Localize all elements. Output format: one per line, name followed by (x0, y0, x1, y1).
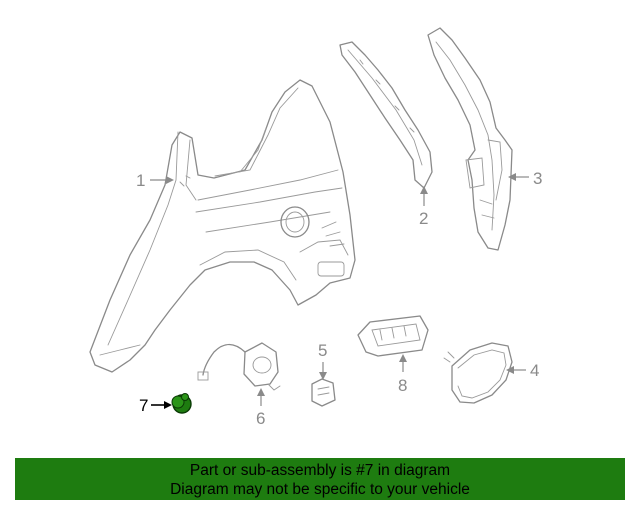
callout-6[interactable]: 6 (256, 388, 265, 428)
callout-2-label: 2 (419, 209, 428, 228)
fuel-housing-part (357, 315, 429, 357)
callout-8[interactable]: 8 (398, 354, 407, 395)
callout-7-arrowhead (164, 401, 172, 409)
callout-6-arrowhead (257, 388, 265, 396)
info-banner: Part or sub-assembly is #7 in diagram Di… (15, 458, 625, 500)
callout-3-label: 3 (533, 169, 542, 188)
callout-5-label: 5 (318, 341, 327, 360)
clip-part (311, 378, 336, 407)
fuel-door-part (443, 342, 513, 404)
callout-3-arrowhead (508, 173, 516, 181)
banner-line-1: Part or sub-assembly is #7 in diagram (189, 462, 451, 479)
parts-diagram: 1 2 3 4 5 6 7 8 (89, 27, 542, 428)
callout-1-arrowhead (166, 176, 174, 184)
callout-1-label: 1 (136, 171, 145, 190)
callout-2-arrowhead (420, 186, 428, 194)
inner-panel-part (427, 27, 513, 251)
callout-4-label: 4 (530, 361, 539, 380)
actuator-part (197, 342, 281, 391)
pillar-trim-part (339, 41, 433, 189)
callout-6-label: 6 (256, 409, 265, 428)
callout-3[interactable]: 3 (508, 169, 542, 188)
callout-4-arrowhead (506, 366, 514, 374)
callout-1[interactable]: 1 (136, 171, 174, 190)
callout-7-label: 7 (139, 396, 148, 415)
callout-8-arrowhead (399, 354, 407, 362)
banner-line-2: Diagram may not be specific to your vehi… (170, 481, 470, 498)
callout-8-label: 8 (398, 376, 407, 395)
quarter-panel-part (89, 79, 356, 373)
callout-4[interactable]: 4 (506, 361, 539, 380)
callout-5[interactable]: 5 (318, 341, 327, 380)
grommet-part (171, 393, 192, 414)
callout-5-arrowhead (319, 372, 327, 380)
callout-2[interactable]: 2 (419, 186, 428, 228)
callout-7[interactable]: 7 (139, 396, 172, 415)
